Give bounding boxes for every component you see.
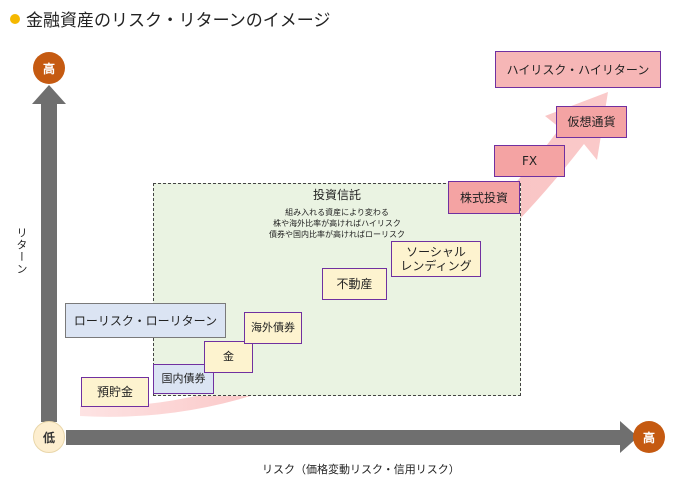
asset-real-estate: 不動産	[322, 268, 387, 300]
investment-trust-title: 投資信託	[312, 188, 361, 202]
asset-stock: 株式投資	[448, 181, 520, 214]
asset-foreign-bond: 海外債券	[244, 312, 302, 344]
asset-crypto: 仮想通貨	[556, 106, 627, 138]
page-title-row: 金融資産のリスク・リターンのイメージ	[10, 6, 330, 31]
asset-social-lending: ソーシャル レンディング	[391, 241, 481, 277]
asset-domestic-bond: 国内債券	[153, 364, 214, 394]
page-title: 金融資産のリスク・リターンのイメージ	[26, 11, 331, 31]
low-risk-label: ローリスク・ローリターン	[65, 303, 226, 338]
asset-fx: FX	[494, 145, 565, 177]
x-axis-label: リスク（価格変動リスク・信用リスク）	[262, 463, 460, 476]
return-high-marker: 高	[33, 52, 65, 84]
y-axis-arrow	[32, 85, 66, 422]
y-axis-label: リターン	[15, 227, 28, 275]
bullet-dot-icon	[10, 13, 20, 24]
asset-social-lending-line: レンディング	[400, 259, 472, 273]
asset-social-lending-line: ソーシャル	[406, 245, 466, 259]
risk-high-marker: 高	[633, 421, 665, 453]
investment-trust-desc-line: 債券や国内比率が高ければローリスク	[269, 230, 405, 239]
origin-low-marker: 低	[33, 421, 65, 453]
high-risk-label: ハイリスク・ハイリターン	[495, 51, 661, 88]
x-axis-arrow	[66, 421, 638, 453]
investment-trust-description: 組み入れる資産により変わる 株や海外比率が高ければハイリスク 債券や国内比率が高…	[154, 207, 520, 240]
investment-trust-desc-line: 組み入れる資産により変わる	[285, 208, 389, 217]
asset-gold: 金	[204, 341, 253, 373]
asset-deposit: 預貯金	[81, 377, 149, 407]
investment-trust-desc-line: 株や海外比率が高ければハイリスク	[273, 219, 401, 228]
